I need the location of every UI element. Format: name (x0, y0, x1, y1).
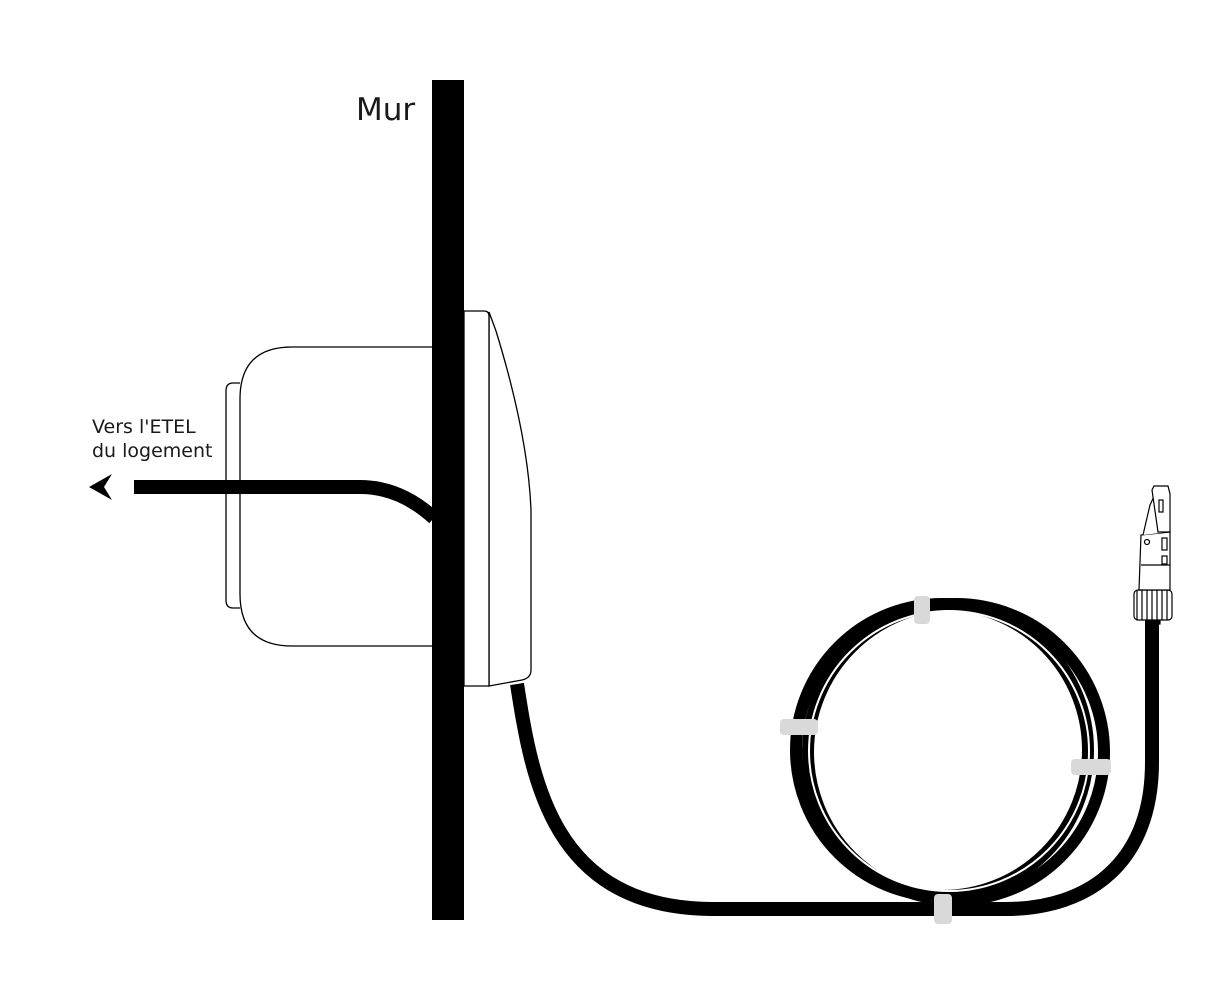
wall-outlet-body (488, 311, 532, 687)
arrow-left-icon (89, 474, 112, 500)
cable-ties (780, 596, 1111, 924)
fiber-connector-icon (1133, 485, 1173, 625)
indoor-box-back-plate (225, 382, 240, 609)
indoor-box-body (239, 346, 432, 647)
etel-cable (134, 480, 439, 524)
cable-coil (790, 598, 1110, 906)
drop-cable (510, 620, 1159, 916)
cable-tie (914, 596, 930, 624)
cable-tie (1071, 759, 1111, 775)
wall-label: Mur (356, 92, 415, 128)
wall (432, 80, 464, 920)
coil-loop-outer (802, 598, 1110, 906)
indoor-box (225, 346, 432, 647)
cable-tie (780, 719, 818, 735)
destination-label-line2: du logement (92, 440, 213, 462)
destination-label-line1: Vers l'ETEL (92, 416, 196, 438)
coil-loop-white-gap (808, 610, 1090, 892)
wall-outlet-front-plate (463, 310, 490, 687)
cable-tie (934, 894, 952, 924)
wall-outlet (463, 310, 532, 687)
